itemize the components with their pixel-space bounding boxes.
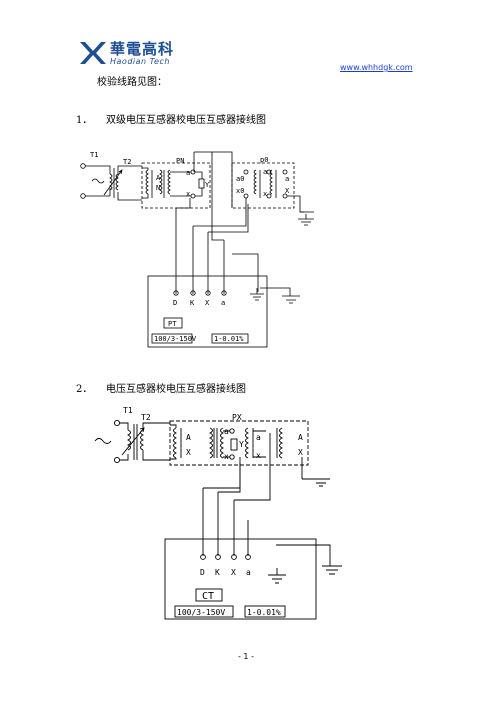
terminal2-label-a: a <box>246 568 251 577</box>
ground-icon-3 <box>301 457 330 487</box>
instrument-class: 1-0.01% <box>214 335 244 343</box>
label-y: Y <box>205 181 210 189</box>
source2-terminal-bottom <box>113 456 121 464</box>
ground-icon-1 <box>298 211 314 226</box>
label2-a2: a <box>256 433 261 442</box>
label-n1: N <box>156 184 160 192</box>
label2-t1: T1 <box>123 406 133 415</box>
label-a3: a <box>285 175 289 183</box>
section-2-title: 电压互感器校电压互感器接线图 <box>106 384 246 395</box>
page-number: - 1 - <box>238 652 254 661</box>
px-terminal-x <box>229 454 235 460</box>
section-2-heading: 2． 电压互感器校电压互感器接线图 <box>76 380 246 395</box>
instrument2-range: 100/3-150V <box>177 608 225 617</box>
terminal2-label-d: D <box>200 568 205 577</box>
px-terminal-a <box>229 428 235 434</box>
instrument-ground-icon-2 <box>268 568 286 584</box>
section-2-number: 2． <box>76 384 93 395</box>
label2-y: Y <box>239 440 244 449</box>
website-link[interactable]: www.whhdgk.com <box>340 63 413 72</box>
intro-text: 校验线路见图： <box>97 77 167 88</box>
logo-chinese-text: 華電高科 <box>110 40 175 58</box>
ac-source-icon <box>91 178 105 184</box>
instrument-name: PT <box>168 320 177 328</box>
section-1-title: 双级电压互感器校电压互感器接线图 <box>106 115 266 126</box>
label-sa: a <box>186 169 190 177</box>
p0-terminal-a0 <box>243 169 249 175</box>
label-x0: x0 <box>236 187 244 195</box>
p0-terminal-x <box>266 193 272 199</box>
label2-a1: A <box>186 433 191 442</box>
terminal-label-x: X <box>205 299 210 307</box>
px-load-resistor <box>230 438 238 451</box>
label2-sa: a <box>224 427 229 436</box>
instrument-range: 100/3-150V <box>154 335 197 343</box>
label2-a3: A <box>298 433 303 442</box>
section-1-number: 1． <box>76 115 93 126</box>
label-sx: x <box>186 190 190 198</box>
label-t2: T2 <box>123 158 131 166</box>
label2-x2: x <box>256 451 261 460</box>
label-a2: a <box>263 168 267 176</box>
section-1-heading: 1． 双级电压互感器校电压互感器接线图 <box>76 111 266 126</box>
source2-terminal-top <box>113 419 121 427</box>
instrument2-class: 1-0.01% <box>247 608 281 617</box>
instrument-ground-icon-1 <box>250 288 264 301</box>
label-p0: p0 <box>260 156 268 164</box>
ct-instrument-box <box>164 538 317 620</box>
label-a1: A <box>156 174 161 182</box>
instrument2-name: CT <box>202 591 214 602</box>
label-a0: a0 <box>236 175 244 183</box>
label2-px: PX <box>232 413 242 422</box>
label-x3: X <box>285 187 290 195</box>
label2-sx: x <box>224 452 229 461</box>
pn-load-resistor <box>198 178 205 189</box>
terminal-label-a: a <box>221 299 225 307</box>
label-t1: T1 <box>90 151 98 159</box>
label-x2: x <box>263 190 267 198</box>
ground-icon-2 <box>260 287 300 304</box>
label2-x1: X <box>186 448 191 457</box>
label-pn: PN <box>176 157 184 165</box>
label2-t2: T2 <box>141 413 151 422</box>
terminal2-label-k: K <box>215 568 220 577</box>
company-logo-icon <box>80 42 106 64</box>
ac-source-icon-2 <box>94 438 112 444</box>
terminal-label-k: K <box>190 299 195 307</box>
ground-icon-4 <box>276 544 342 575</box>
terminal2-label-x: X <box>231 568 236 577</box>
terminal-label-d: D <box>173 299 177 307</box>
logo-english-text: Haodian Tech <box>110 57 170 66</box>
p0-terminal-a-right <box>282 169 288 175</box>
label2-x3: X <box>298 448 303 457</box>
p0-terminal-a <box>266 169 272 175</box>
pt-instrument-box <box>147 275 268 348</box>
